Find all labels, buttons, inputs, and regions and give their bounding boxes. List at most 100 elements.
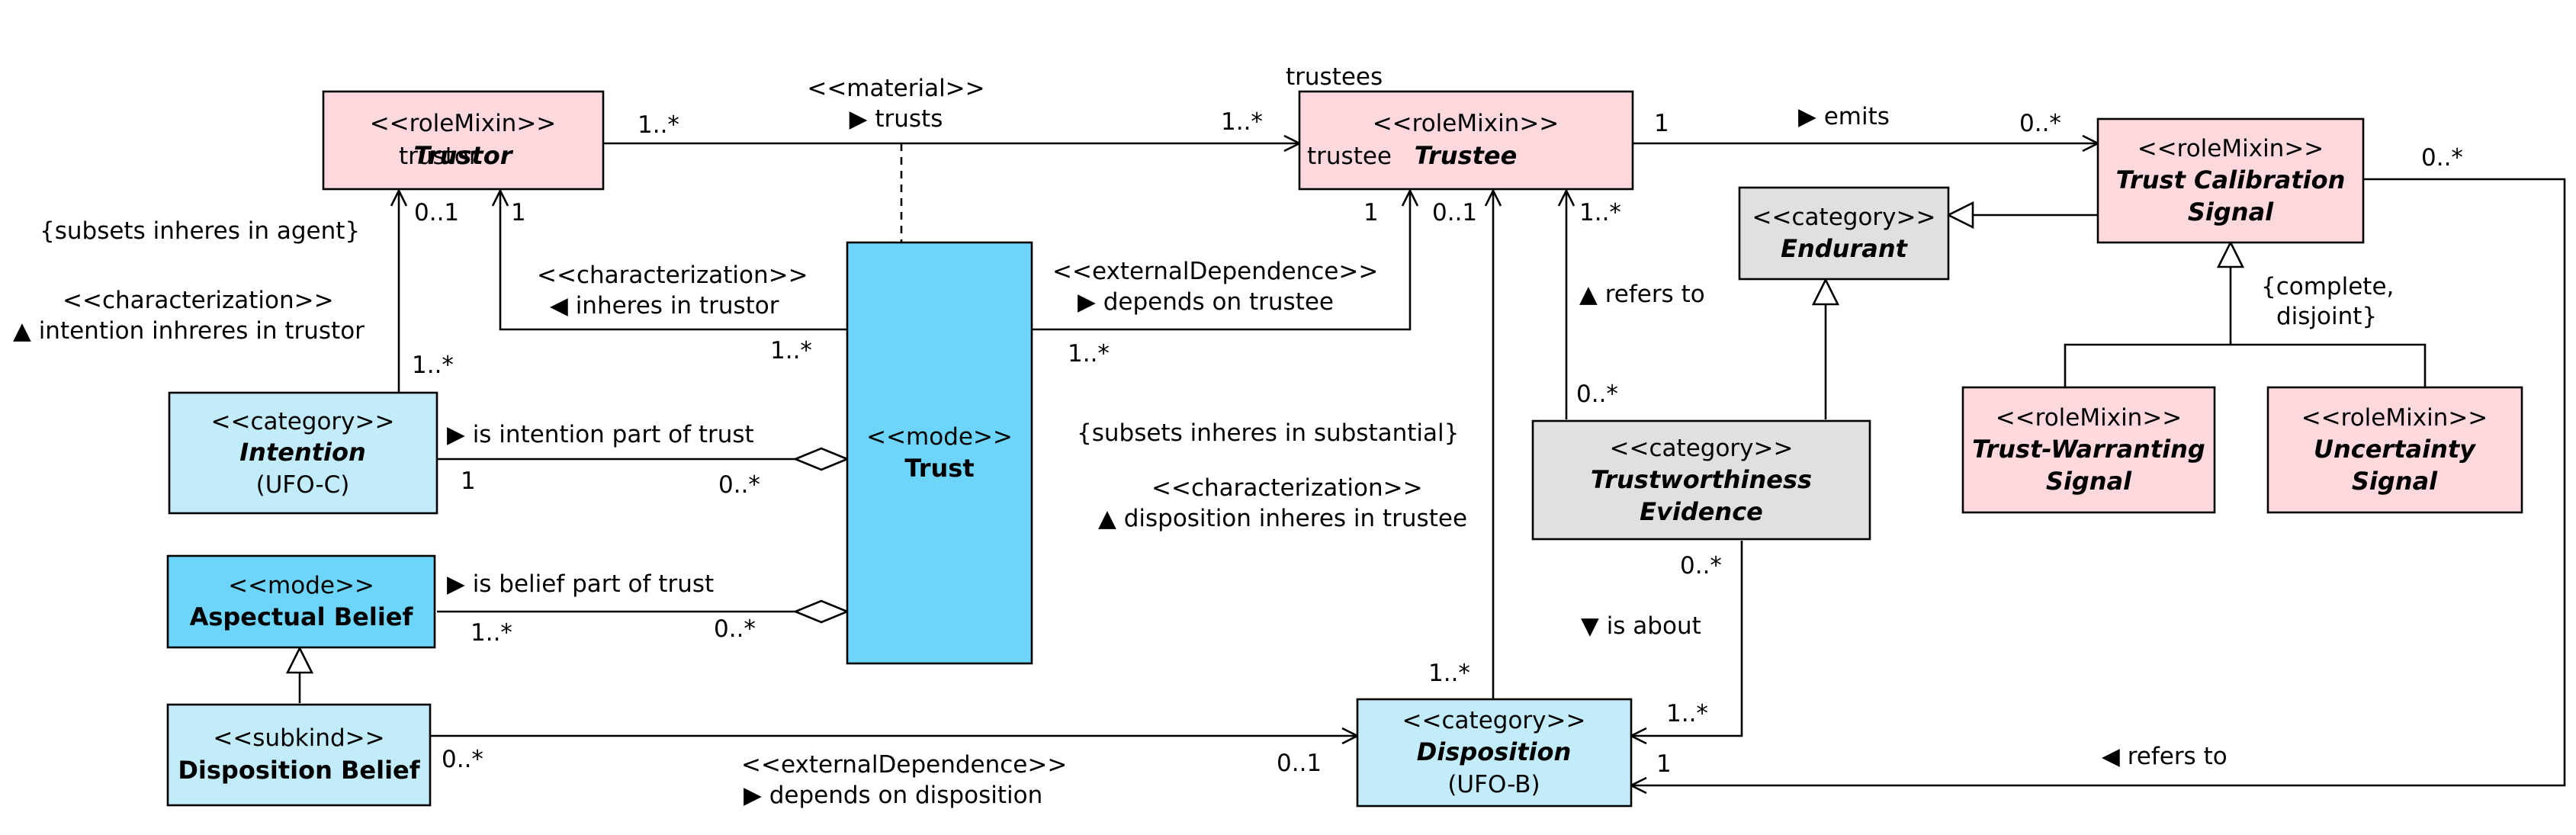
- trustee-box: [1298, 90, 1634, 191]
- genset-branch-line: [2064, 343, 2427, 387]
- is-about-mult-top: 0..*: [1680, 552, 1722, 580]
- class-trust[interactable]: <<mode>> Trust: [846, 241, 1033, 665]
- endurant-box: [1738, 186, 1950, 281]
- trusts-stereotype: <<material>>: [807, 75, 984, 102]
- evidence-name-line1: Trustworthiness: [1591, 465, 1812, 494]
- intention-inheres-mult-bottom: 1..*: [412, 352, 454, 379]
- trust-box: [846, 241, 1033, 665]
- depends-on-disposition-mult-target: 0..1: [1277, 750, 1322, 777]
- disposition-stereotype: <<category>>: [1402, 707, 1586, 734]
- disposition-inheres-mult-top: 0..1: [1432, 199, 1477, 226]
- aspectual-belief-name: Aspectual Belief: [190, 602, 414, 631]
- class-trust-calibration-signal[interactable]: <<roleMixin>> Trust Calibration Signal: [2096, 117, 2365, 244]
- refers-to-signal-label: ◀ refers to: [2102, 743, 2228, 770]
- intention-inheres-stereotype: <<characterization>>: [63, 287, 334, 314]
- inheres-in-trustor-stereotype: <<characterization>>: [537, 262, 808, 289]
- class-trustee[interactable]: <<roleMixin>> trustee Trustee: [1298, 90, 1634, 191]
- intention-box: [168, 391, 438, 515]
- intention-inheres-mult-top: 0..1: [414, 199, 459, 226]
- class-trust-warranting-signal[interactable]: <<roleMixin>> Trust-Warranting Signal: [1961, 386, 2216, 514]
- inheres-in-trustor-mult-top: 1: [511, 199, 526, 226]
- belief-part-mult-target: 0..*: [714, 615, 756, 643]
- class-trustworthiness-evidence[interactable]: <<category>> Trustworthiness Evidence: [1531, 419, 1871, 541]
- tcs-box: [2096, 117, 2365, 244]
- refers-to-signal-line[interactable]: [1631, 178, 2566, 785]
- intention-inheres-label: ▲ intention inhreres in trustor: [13, 317, 365, 345]
- depends-on-trustee-stereotype: <<externalDependence>>: [1052, 258, 1378, 285]
- generalization-set-line1: {complete,: [2261, 273, 2394, 300]
- trustor-stereotype: <<roleMixin>>: [370, 110, 557, 137]
- tws-name-line1: Trust-Warranting: [1972, 435, 2205, 464]
- disposition-inheres-label: ▲ disposition inheres in trustee: [1098, 505, 1467, 532]
- intention-part-label: ▶ is intention part of trust: [447, 421, 754, 448]
- disposition-inheres-stereotype: <<characterization>>: [1151, 474, 1423, 502]
- disposition-inheres-mult-bottom: 1..*: [1428, 660, 1470, 687]
- intention-inheres-constraint: {subsets inheres in agent}: [40, 217, 360, 245]
- tws-name-line2: Signal: [2046, 467, 2132, 496]
- trustee-stereotype: <<roleMixin>>: [1373, 110, 1559, 137]
- intention-note: (UFO-C): [256, 471, 350, 499]
- belief-part-mult-source: 1..*: [471, 619, 512, 647]
- disposition-box: [1356, 698, 1633, 808]
- tws-box: [1961, 386, 2216, 514]
- intention-stereotype: <<category>>: [211, 408, 395, 435]
- evidence-box: [1531, 419, 1871, 541]
- disposition-note: (UFO-B): [1447, 771, 1540, 798]
- refers-to-evidence-label: ▲ refers to: [1579, 281, 1705, 308]
- evidence-name-line2: Evidence: [1640, 497, 1763, 526]
- is-about-label: ▼ is about: [1581, 612, 1701, 640]
- trust-stereotype: <<mode>>: [866, 423, 1013, 451]
- is-about-mult-bottom: 1..*: [1666, 700, 1708, 727]
- belief-part-label: ▶ is belief part of trust: [447, 570, 714, 598]
- class-disposition-belief[interactable]: <<subkind>> Disposition Belief: [166, 703, 432, 807]
- is-about-line[interactable]: [1631, 541, 1743, 736]
- endurant-name: Endurant: [1781, 234, 1908, 263]
- class-aspectual-belief[interactable]: <<mode>> Aspectual Belief: [166, 554, 436, 649]
- aspectual-belief-box: [166, 554, 436, 649]
- uncertainty-stereotype: <<roleMixin>>: [2301, 404, 2488, 432]
- class-trustor[interactable]: <<roleMixin>> trustor Trustor: [322, 90, 605, 191]
- association-labels: <<material>> ▶ trusts 1..* 1..* trustees…: [13, 63, 2463, 809]
- trustee-role-label: trustee: [1307, 143, 1392, 170]
- aspectual-belief-stereotype: <<mode>>: [228, 572, 374, 599]
- class-intention[interactable]: <<category>> Intention (UFO-C): [168, 391, 438, 515]
- evidence-stereotype: <<category>>: [1610, 435, 1794, 462]
- refers-to-evidence-mult-top: 1..*: [1579, 199, 1621, 226]
- emits-mult-source: 1: [1654, 110, 1669, 137]
- trustee-name: Trustee: [1415, 141, 1518, 170]
- trustor-name: Trustor: [414, 141, 514, 170]
- disposition-belief-stereotype: <<subkind>>: [213, 724, 384, 752]
- depends-on-trustee-mult-bottom: 1..*: [1068, 340, 1110, 368]
- disposition-name: Disposition: [1417, 737, 1572, 766]
- disposition-belief-box: [166, 703, 432, 807]
- tcs-name-line1: Trust Calibration: [2116, 165, 2346, 194]
- intention-part-mult-target: 0..*: [718, 471, 760, 499]
- disposition-inheres-constraint: {subsets inheres in substantial}: [1077, 419, 1459, 447]
- trustor-role-overlay: trustor: [399, 143, 479, 170]
- trusts-mult-source: 1..*: [638, 111, 679, 139]
- tcs-stereotype: <<roleMixin>>: [2138, 135, 2324, 162]
- inheres-in-trustor-mult-bottom: 1..*: [770, 337, 812, 365]
- trusts-role-target: trustees: [1286, 63, 1383, 91]
- refers-to-signal-mult-target: 1: [1656, 750, 1672, 778]
- inheres-in-trustor-label: ◀ inheres in trustor: [550, 292, 779, 320]
- class-uncertainty-signal[interactable]: <<roleMixin>> Uncertainty Signal: [2266, 386, 2523, 514]
- inheres-in-trustor-line[interactable]: [500, 191, 847, 331]
- intention-name: Intention: [239, 438, 366, 467]
- depends-on-disposition-mult-source: 0..*: [442, 746, 483, 773]
- uncertainty-box: [2266, 386, 2523, 514]
- trusts-mult-target: 1..*: [1221, 108, 1263, 136]
- refers-to-evidence-mult-bottom: 0..*: [1576, 381, 1618, 408]
- tws-stereotype: <<roleMixin>>: [1996, 404, 2183, 432]
- depends-on-trustee-line[interactable]: [1032, 191, 1410, 331]
- trust-name: Trust: [904, 454, 974, 483]
- refers-to-signal-mult-source: 0..*: [2421, 144, 2463, 172]
- emits-label: ▶ emits: [1798, 103, 1890, 130]
- depends-on-trustee-mult-top: 1: [1363, 199, 1379, 226]
- endurant-stereotype: <<category>>: [1752, 204, 1936, 231]
- class-endurant[interactable]: <<category>> Endurant: [1738, 186, 1950, 281]
- depends-on-disposition-label: ▶ depends on disposition: [744, 782, 1042, 809]
- edges: [300, 143, 2566, 785]
- class-disposition[interactable]: <<category>> Disposition (UFO-B): [1356, 698, 1633, 808]
